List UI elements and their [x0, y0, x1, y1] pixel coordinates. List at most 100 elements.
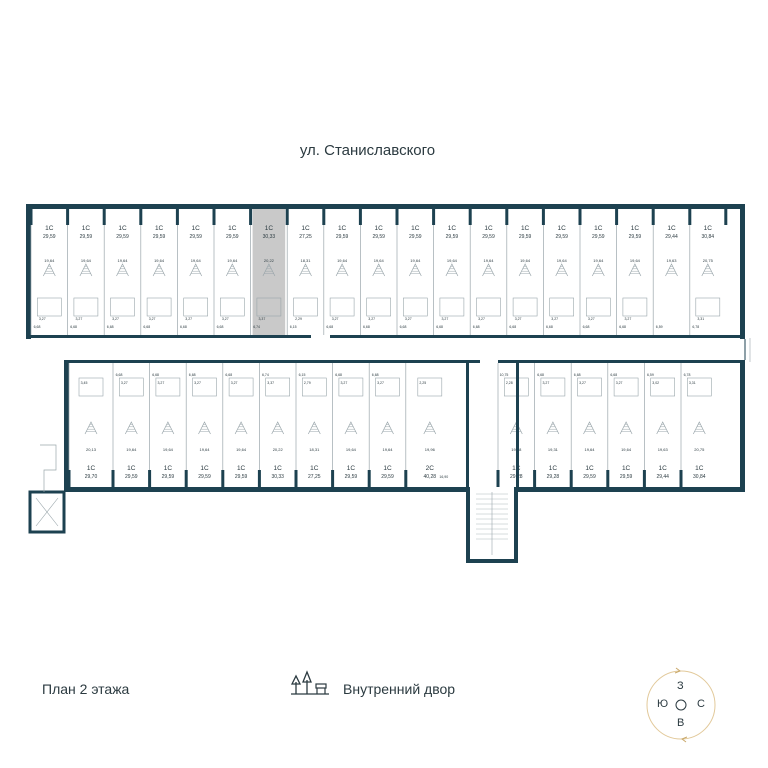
- bathroom: [36, 297, 62, 317]
- apartment-type: 2С: [426, 465, 435, 472]
- compass-south: В: [677, 717, 685, 729]
- compass-west: Ю: [657, 698, 669, 710]
- room-area: 19,64: [447, 258, 458, 263]
- bath-area: 3,27: [231, 381, 238, 385]
- room-area: 19,64: [163, 447, 174, 452]
- stair-symbol: [692, 421, 706, 435]
- room-area: 19,64: [520, 258, 531, 263]
- apartment-area: 29,44: [656, 474, 669, 480]
- bath-area: 3,45: [81, 381, 88, 385]
- bath-area: 3,27: [222, 317, 229, 321]
- stair-symbol: [628, 263, 642, 277]
- bathroom: [73, 297, 99, 317]
- stair-symbol: [423, 421, 437, 435]
- stair-symbol: [189, 263, 203, 277]
- apartment-area: 29,59: [482, 234, 495, 240]
- stair-symbol: [116, 263, 129, 277]
- bath-area: 3,27: [340, 381, 347, 385]
- partition-wall: [111, 470, 115, 487]
- apartment-type: 1С: [667, 225, 676, 232]
- stair-symbol: [656, 421, 670, 435]
- partition-wall: [516, 363, 519, 487]
- bathroom: [476, 297, 501, 317]
- stair-symbol: [482, 263, 495, 277]
- apartment-type: 1С: [484, 225, 493, 232]
- hall-area: 6,74: [253, 325, 260, 329]
- room-area: 20,22: [273, 447, 284, 452]
- room-area: 19,64: [382, 447, 393, 452]
- partition-wall: [533, 470, 537, 487]
- room-area: 19,64: [126, 447, 137, 452]
- top-row-apartments: 1С29,5919,643,276,681С29,5919,643,276,68…: [29, 209, 728, 335]
- bath-area: 3,27: [157, 381, 164, 385]
- room-area: 19,64: [557, 258, 568, 263]
- room-area: 19,96: [425, 447, 436, 452]
- apartment-type: 1С: [127, 465, 136, 472]
- partition-wall: [651, 209, 655, 225]
- bath-area: 3,02: [652, 381, 659, 385]
- room-area: 19,64: [191, 258, 202, 263]
- bathroom: [366, 297, 392, 317]
- apartment-type: 1С: [338, 225, 347, 232]
- bathroom: [375, 377, 400, 397]
- bath-area: 3,27: [75, 317, 82, 321]
- hall-area: 6,68: [34, 325, 41, 329]
- room-area: 19,64: [117, 258, 128, 263]
- apartment-area: 29,59: [153, 234, 166, 240]
- partition-wall: [404, 470, 408, 487]
- street-label: ул. Станиславского: [299, 142, 436, 159]
- partition-wall: [578, 209, 582, 225]
- compass-ring-icon: [646, 667, 716, 743]
- room-area: 20,75: [694, 447, 705, 452]
- apartment-type: 1С: [192, 225, 201, 232]
- room-area: 19,64: [236, 447, 247, 452]
- bath-area: 3,27: [579, 381, 586, 385]
- hall-area: 6,78: [684, 373, 691, 377]
- stair-symbol: [344, 421, 358, 435]
- bathroom: [265, 377, 291, 397]
- elevator-block: [28, 490, 66, 534]
- hall-area: 6,68: [610, 373, 617, 377]
- apartment-area: 29,59: [235, 474, 248, 480]
- room-area: 19,64: [630, 258, 641, 263]
- partition-wall: [367, 470, 371, 487]
- bath-area: 3,27: [616, 381, 623, 385]
- stair-symbol: [152, 263, 166, 277]
- room-area: 19,31: [548, 447, 559, 452]
- room-area: 19,64: [621, 447, 632, 452]
- stair-symbol: [408, 263, 422, 277]
- bath-area: 3,27: [515, 317, 522, 321]
- partition-wall: [496, 470, 500, 487]
- stair-symbol: [701, 263, 715, 277]
- apartment-type: 1С: [585, 465, 594, 472]
- apartment-type: 1С: [347, 465, 356, 472]
- apartment-type: 1С: [558, 225, 567, 232]
- bathroom: [220, 297, 245, 317]
- bathroom: [622, 297, 648, 317]
- bath-area: 3,27: [112, 317, 119, 321]
- hall-area: 6,68: [189, 373, 196, 377]
- hall-area: 6,15: [299, 373, 306, 377]
- apartment-area: 29,59: [519, 234, 532, 240]
- bathroom: [417, 377, 443, 397]
- hall-area: 6,68: [363, 325, 370, 329]
- apartment-area: 29,59: [189, 234, 202, 240]
- hall-area: 6,68: [217, 325, 224, 329]
- apartment-unit: 10,752,2819,281С29,28: [496, 363, 529, 487]
- compass-north: З: [677, 680, 684, 692]
- apartment-area: 29,59: [592, 234, 605, 240]
- bathroom: [695, 297, 721, 317]
- hall-area: 6,68: [473, 325, 480, 329]
- bath-area: 2,29: [295, 317, 302, 321]
- room-area: 18,31: [309, 447, 320, 452]
- hall-area: 6,68: [574, 373, 581, 377]
- building-walls: [26, 204, 751, 492]
